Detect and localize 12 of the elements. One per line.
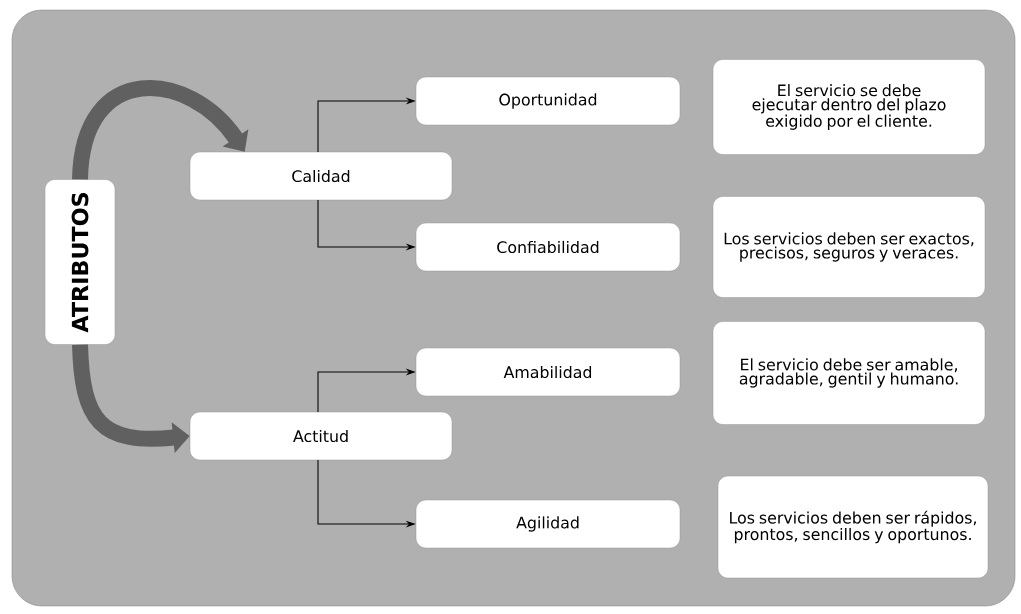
- attribute-box: Confiabilidad: [415, 222, 681, 272]
- curved-arrow: [72, 80, 249, 181]
- description-box: Los servicios deben ser exactos, precisos, seguros y veraces.: [712, 196, 986, 298]
- title-box: ATRIBUTOS: [44, 179, 116, 345]
- description-box: El servicio se debe ejecutar dentro del plazo exigido por el cliente.: [712, 59, 986, 155]
- attribute-box: Oportunidad: [415, 76, 681, 126]
- attribute-box: Actitud: [189, 411, 453, 461]
- attribute-box: Amabilidad: [415, 347, 681, 397]
- description-box: Los servicios deben ser rápidos, prontos, sencillos y oportunos.: [717, 475, 989, 579]
- description-box: El servicio debe ser amable, agradable, gentil y humano.: [712, 321, 986, 425]
- attribute-box: Calidad: [189, 151, 453, 201]
- attribute-box: Agilidad: [415, 499, 681, 549]
